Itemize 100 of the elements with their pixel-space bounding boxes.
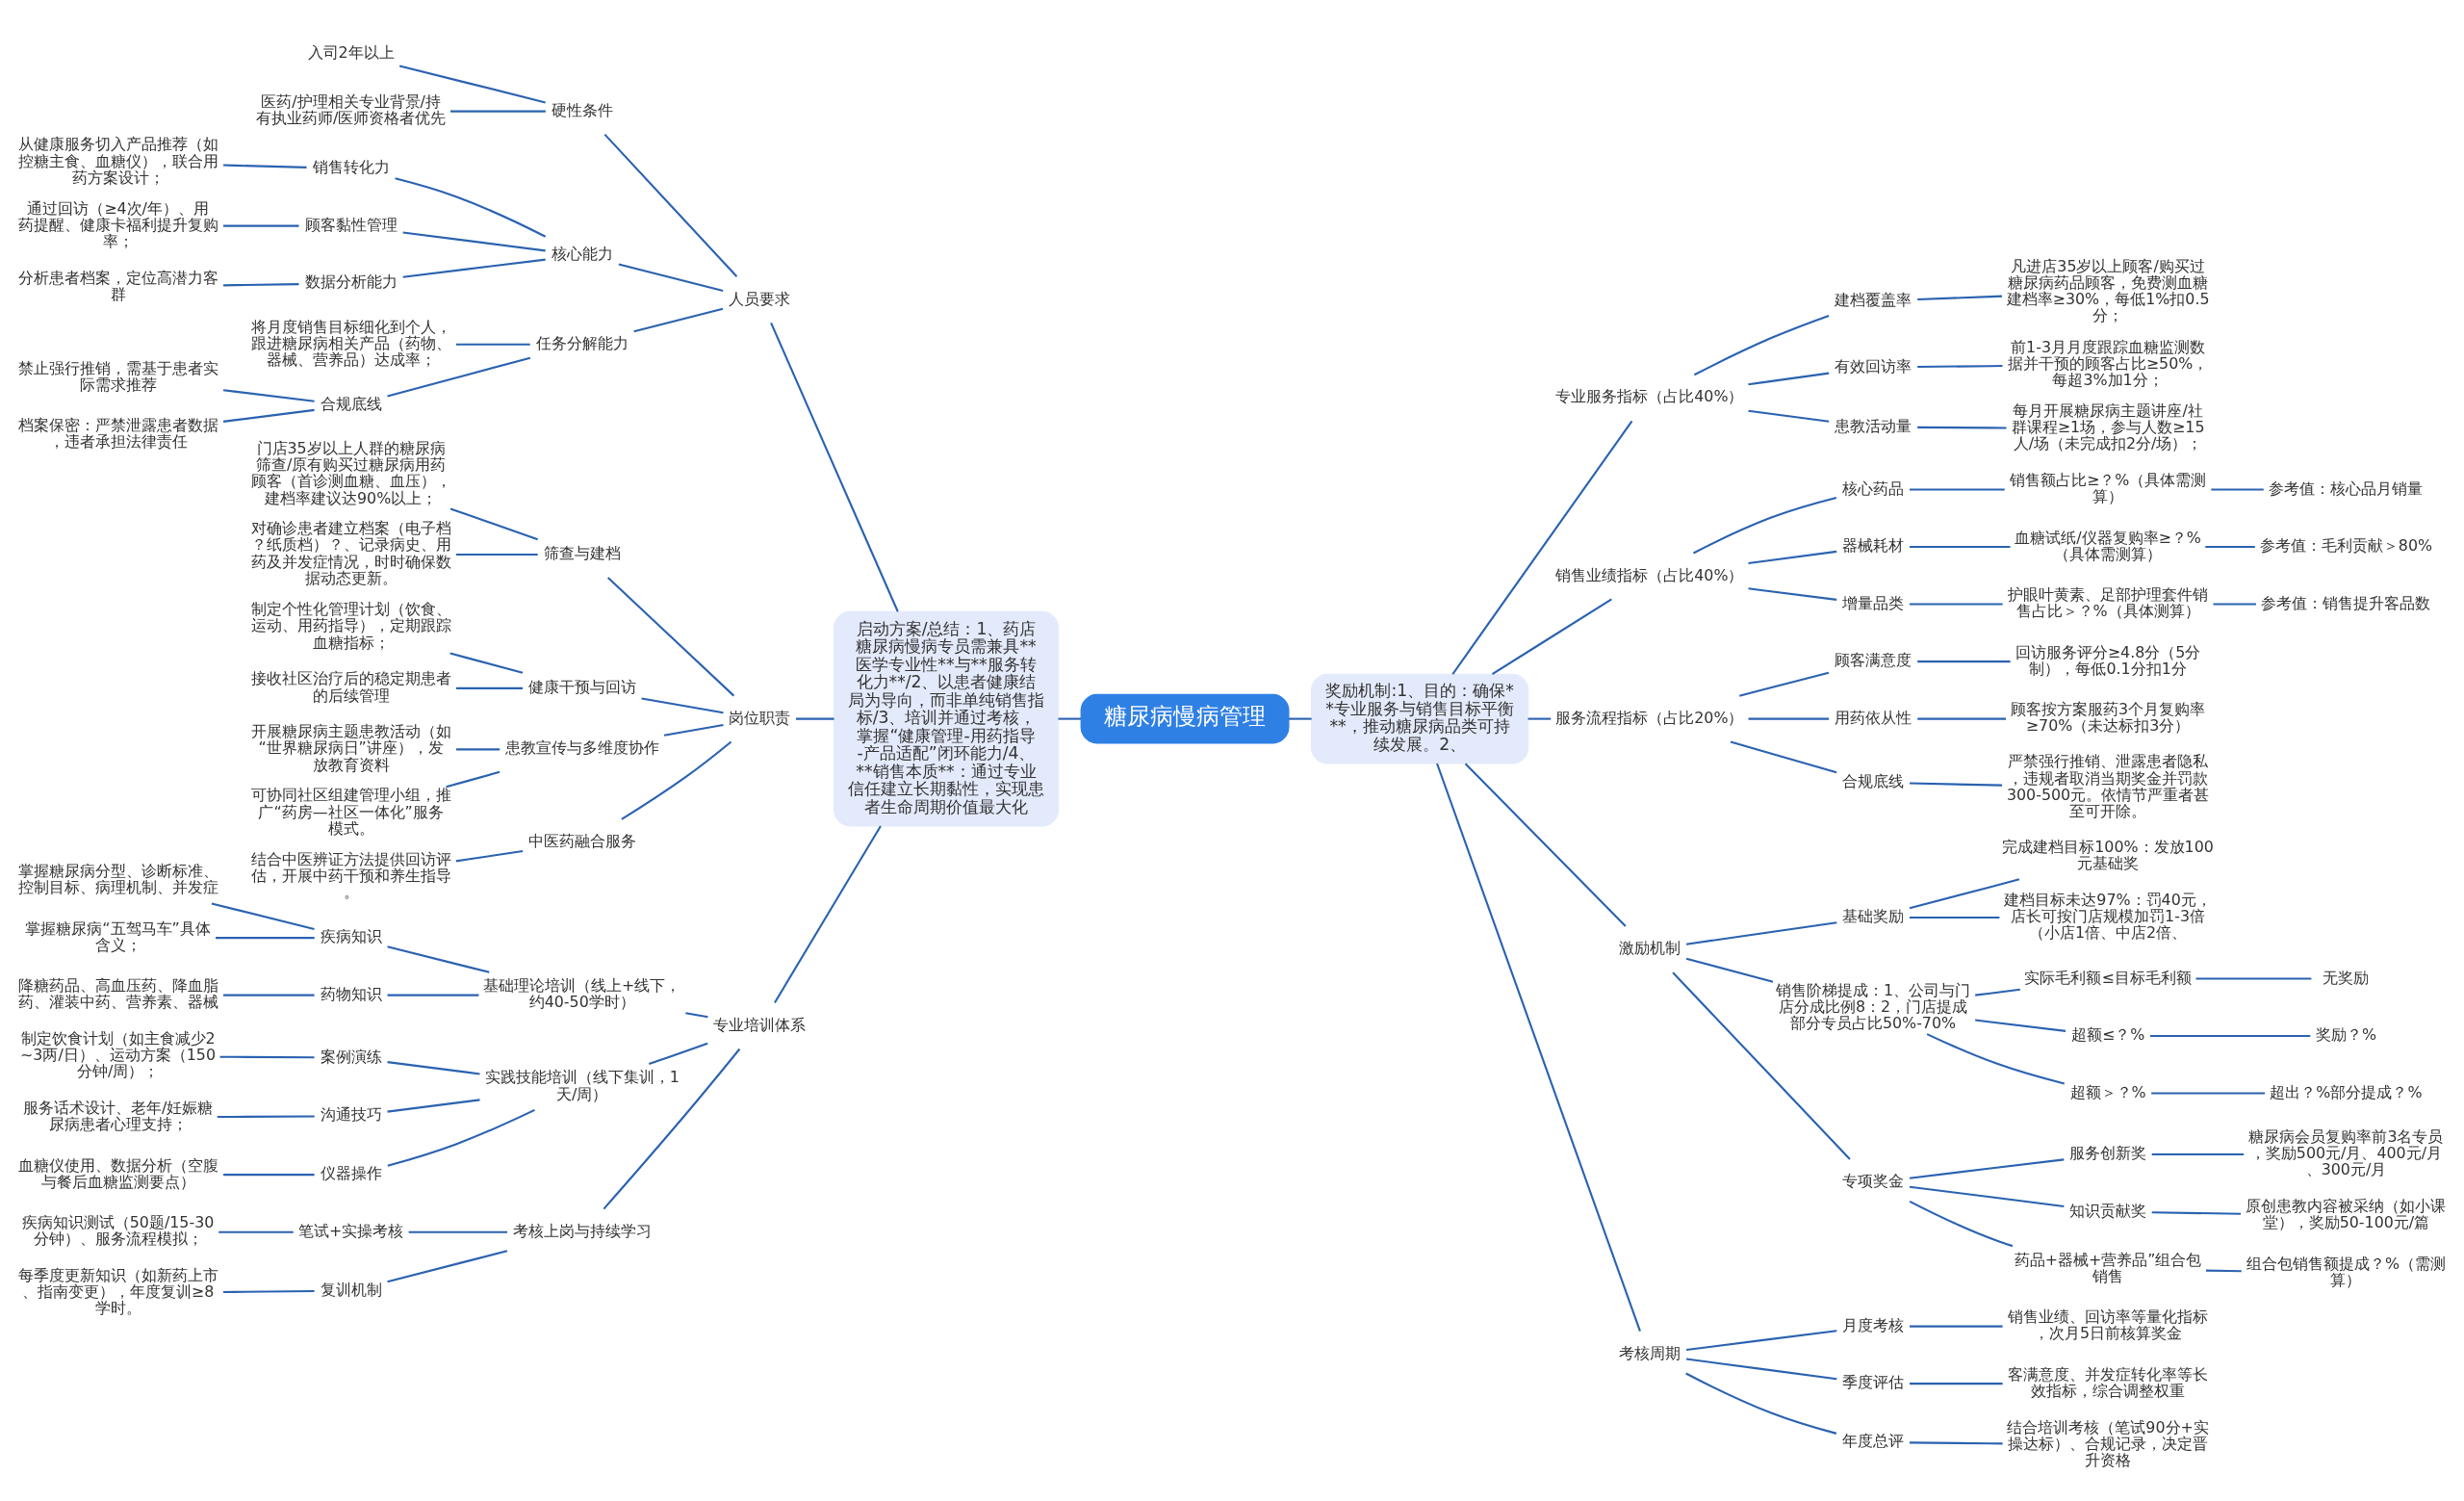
connector xyxy=(1909,1185,2065,1207)
node-text: 月度考核 xyxy=(1842,1315,1905,1334)
node-text: 任务分解能力 xyxy=(535,333,629,352)
node-text: 专业服务指标（占比40%） xyxy=(1555,386,1744,405)
node-text: 患教宣传与多维度协作 xyxy=(504,738,659,757)
node-text: 将月度销售目标细化到个人，跟进糖尿病相关产品（药物、器械、营养品）达成率； xyxy=(250,317,451,369)
node-text: 沟通技巧 xyxy=(320,1104,382,1124)
connector xyxy=(449,506,538,540)
node-box: 糖尿病慢病管理 xyxy=(1080,693,1290,743)
connector xyxy=(1917,295,2002,300)
connector xyxy=(2206,1269,2242,1272)
node-text: 专项奖金 xyxy=(1842,1171,1905,1190)
connector xyxy=(1685,920,1837,945)
node-text: 筛查与建档 xyxy=(543,543,621,562)
node-text: 数据分析能力 xyxy=(304,272,398,291)
connector xyxy=(1910,487,2005,491)
node-text: 参考值：毛利贡献＞80% xyxy=(2259,535,2433,555)
node-text: 器械耗材 xyxy=(1842,535,1905,555)
connector xyxy=(1693,314,1830,375)
node-text: 原创患教内容被采纳（如小课堂），奖励50-100元/篇 xyxy=(2246,1196,2447,1231)
connector xyxy=(1975,988,2020,996)
node-text: 季度评估 xyxy=(1842,1372,1905,1391)
node-text: 从健康服务切入产品推荐（如控糖主食、血糖仪），联合用药方案设计； xyxy=(17,134,218,187)
node-text: 档案保密：严禁泄露患者数据，违者承担法律责任 xyxy=(17,415,218,451)
connector xyxy=(222,388,315,402)
connector xyxy=(603,1048,741,1209)
connector xyxy=(1917,364,2003,368)
connector xyxy=(387,945,490,973)
node-text: 血糖试纸/仪器复购率≥？%（具体需测算） xyxy=(2015,528,2201,563)
node-text: 客满意度、并发症转化率等长效指标，综合调整权重 xyxy=(2008,1364,2209,1400)
connector xyxy=(211,901,315,930)
connector xyxy=(1685,1329,1837,1351)
connector xyxy=(387,1249,508,1282)
connector xyxy=(2195,976,2312,979)
node-text: 服务创新奖 xyxy=(2069,1143,2147,1162)
node-text: 实践技能培训（线下集训，1天/周） xyxy=(484,1067,680,1103)
node-text: 分析患者档案，定位高潜力客群 xyxy=(17,268,218,303)
node-text: 对确诊患者建立档案（电子档？纸质档）？、记录病史、用药及并发症情况，时时确保数据动态更新。 xyxy=(250,518,451,587)
connector xyxy=(387,1098,480,1113)
node-text: 制定饮食计划（如主食减少2~3两/日）、运动方案（150分钟/周）； xyxy=(20,1028,217,1080)
connector xyxy=(1491,598,1612,675)
connector xyxy=(1917,660,2011,662)
node-text: 硬性条件 xyxy=(551,100,613,119)
node-text: 用药依从性 xyxy=(1835,708,1912,727)
connector xyxy=(1909,1157,2065,1179)
connector xyxy=(446,770,500,788)
connector xyxy=(1910,782,2003,787)
connector xyxy=(387,1060,480,1074)
node-text: 服务话术设计、老年/妊娠糖尿病患者心理支持； xyxy=(22,1098,214,1133)
connector xyxy=(455,686,524,689)
connector xyxy=(774,824,882,1003)
connector xyxy=(398,64,546,103)
node-text: 复训机制 xyxy=(320,1280,382,1299)
node-text: 基础理论培训（线上+线下，约40-50学时） xyxy=(483,975,681,1011)
connector xyxy=(1917,426,2007,428)
node-text: 疾病知识测试（50题/15-30分钟）、服务流程模拟； xyxy=(21,1212,215,1248)
connector xyxy=(402,258,546,278)
node-text: 疾病知识 xyxy=(320,926,382,945)
node-text: 人员要求 xyxy=(729,289,791,307)
node-text: 中医药融合服务 xyxy=(527,831,636,850)
connector xyxy=(1910,603,2003,606)
node-text: 奖励？% xyxy=(2315,1024,2376,1044)
node-text: 开展糖尿病主题患教活动（如“世界糖尿病日”讲座），发放教育资料 xyxy=(250,721,451,774)
node-text: 顾客满意度 xyxy=(1835,650,1912,669)
connector xyxy=(455,553,538,556)
connector xyxy=(455,849,524,862)
node-text: 基础奖励 xyxy=(1842,906,1905,925)
node-text: 禁止强行推销，需基于患者实际需求推荐 xyxy=(17,358,218,394)
node-text: 超出？%部分提成？% xyxy=(2270,1082,2423,1101)
node-text: 结合培训考核（笔试90分+实操达标）、合规记录，决定晋升资格 xyxy=(2007,1417,2209,1469)
connector xyxy=(633,307,724,332)
node-text: 建档目标未达97%：罚40元，店长可按门店规模加罚1-3倍（小店1倍、中店2倍、 xyxy=(2004,890,2212,942)
node-text: 药物知识 xyxy=(320,984,382,1003)
connector xyxy=(2211,487,2264,491)
node-text: 掌握糖尿病“五驾马车”具体含义； xyxy=(25,919,211,954)
connector xyxy=(1910,916,2000,919)
connector xyxy=(2150,1034,2311,1037)
node-text: 通过回访（≥4次/年）、用药提醒、健康卡福利提升复购率； xyxy=(17,198,218,250)
connector xyxy=(455,343,530,346)
connector xyxy=(450,110,546,113)
node-text: 年度总评 xyxy=(1842,1431,1905,1450)
connector xyxy=(455,747,500,750)
connector xyxy=(685,1011,708,1018)
connector xyxy=(223,994,315,996)
node-text: 合规底线 xyxy=(320,394,382,413)
node-text: 参考值：核心品月销量 xyxy=(2269,479,2424,498)
connector xyxy=(402,230,546,251)
connector xyxy=(1692,496,1837,554)
connector xyxy=(2213,603,2256,606)
node-text: 销售业绩指标（占比40%） xyxy=(1555,565,1744,584)
node-text: 前1-3月月度跟踪血糖监测数据并干预的顾客占比≥50%，每超3%加1分； xyxy=(2007,337,2209,389)
node-text: 销售额占比≥？%（具体需测算） xyxy=(2009,470,2207,505)
node-text: 销售阶梯提成：1、公司与门店分成比例8：2，门店提成部分专员占比50%-70% xyxy=(1775,980,1971,1032)
connector xyxy=(387,994,479,996)
connector xyxy=(1926,1032,2065,1084)
connector xyxy=(1672,970,1851,1160)
connector xyxy=(1748,550,1837,564)
connector xyxy=(770,322,899,612)
node-text: 销售转化力 xyxy=(312,157,390,176)
node-box: 启动方案/总结：1、药店糖尿病慢病专员需兼具**医学专业性**与**服务转化力**/2、以患者健康结局为导向，而非单纯销售指标/3、培训并通过考核，掌握“健康管理-用药指导-产品适配”闭环能力/4、 **销售本质**：通过专业信任建立长期黏性，实现患者生命周期价值最大化 xyxy=(833,610,1060,826)
